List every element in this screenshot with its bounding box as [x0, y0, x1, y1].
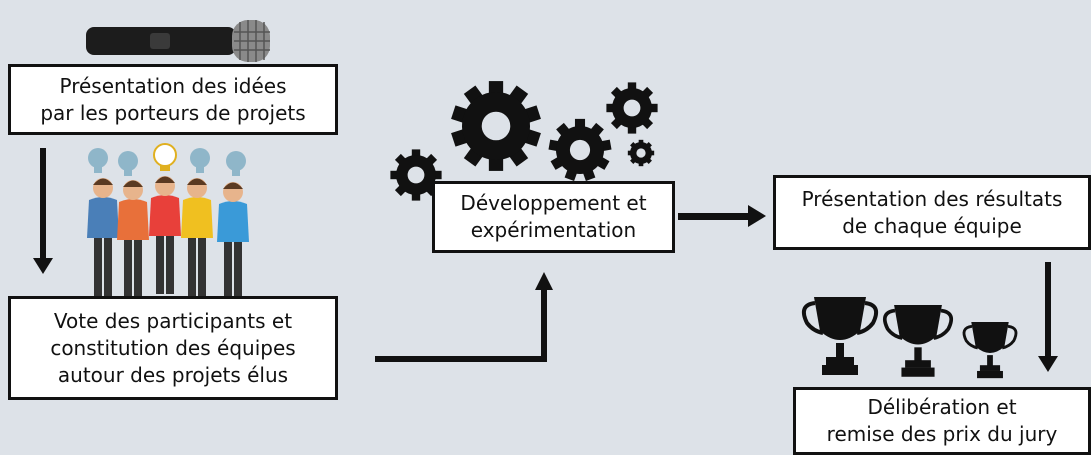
step-text-line: Développement et [460, 191, 647, 215]
person-figure [149, 176, 181, 294]
arrow-connector-up [375, 272, 553, 362]
step-vote: Vote des participants et constitution de… [8, 296, 338, 400]
gear-icon [606, 82, 658, 134]
person-figure [217, 182, 249, 300]
trophy-icon [801, 297, 1018, 379]
person-figure [87, 178, 119, 296]
step-deliberation: Délibération et remise des prix du jury [793, 387, 1091, 455]
bulb-icon [88, 148, 246, 176]
arrow-down-1 [33, 148, 53, 274]
arrow-down-2 [1038, 262, 1058, 372]
step-development: Développement et expérimentation [432, 181, 675, 253]
step-text-line: Présentation des idées [59, 73, 287, 98]
step-text-line: constitution des équipes [50, 335, 296, 360]
trophy-icon [882, 305, 954, 377]
gear-icon [627, 139, 655, 167]
step-text-line: de chaque équipe [842, 213, 1022, 238]
step-text-line: Présentation des résultats [801, 186, 1063, 211]
step-text-line: par les porteurs de projets [40, 100, 306, 125]
trophy-icon [801, 297, 879, 375]
step-text-line: autour des projets élus [57, 362, 289, 387]
gear-icon [451, 81, 541, 171]
gears-icon [390, 81, 658, 201]
gear-icon [390, 149, 442, 201]
person-figure [117, 180, 149, 298]
step-results: Présentation des résultats de chaque équ… [773, 175, 1091, 250]
step-text-line: Délibération et [867, 395, 1017, 419]
gear-icon [548, 118, 612, 181]
team-people-icon [87, 143, 249, 300]
arrow-right [678, 205, 766, 227]
lightbulb-icon [153, 143, 177, 171]
trophy-icon [962, 322, 1018, 379]
step-text-line: Vote des participants et [53, 308, 293, 333]
person-figure [181, 178, 213, 296]
step-text-line: expérimentation [470, 218, 637, 242]
microphone-icon [86, 20, 270, 62]
step-text-line: remise des prix du jury [826, 422, 1058, 446]
step-presentation-ideas: Présentation des idées par les porteurs … [8, 64, 338, 135]
